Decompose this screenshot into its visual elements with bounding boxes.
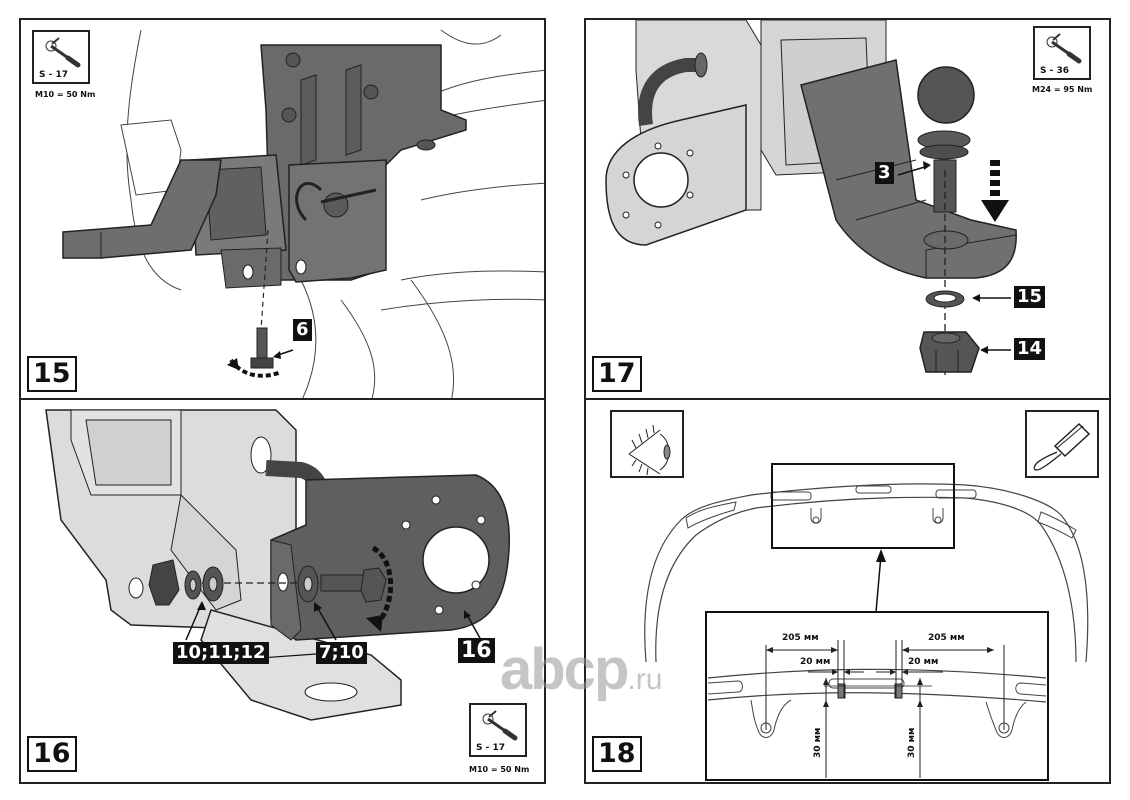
part-callout: 3 (875, 162, 894, 184)
watermark-logo: abcp.ru (500, 640, 662, 710)
tool-box: S - 17 (32, 30, 90, 84)
part-callout: 14 (1014, 338, 1046, 360)
ratchet-wrench-icon (1046, 33, 1082, 64)
tool-box: S - 17 (469, 703, 527, 757)
step-number: 17 (592, 356, 642, 392)
dimension-label: 30 мм (813, 727, 823, 758)
watermark-tld: .ru (627, 663, 663, 696)
torque-spec-label: M10 = 50 Nm (469, 765, 530, 774)
torque-spec-label: M10 = 50 Nm (35, 90, 96, 99)
inspect-icon-box (610, 410, 684, 478)
part-callout: 10;11;12 (173, 642, 269, 664)
part-callout: 6 (293, 319, 312, 341)
part-callout: 15 (1014, 286, 1046, 308)
cut-tool-icon-box (1025, 410, 1099, 478)
step-number: 15 (27, 356, 77, 392)
tow-ball-illustration (605, 20, 1017, 375)
socket-bracket-illustration (45, 409, 510, 721)
ratchet-wrench-icon (482, 710, 518, 741)
bumper-cutout-diagram (644, 463, 1089, 781)
hacksaw-icon (1033, 422, 1091, 471)
watermark-brand: abcp (500, 637, 629, 702)
dimension-label: 30 мм (907, 727, 917, 758)
dimension-label: 205 мм (782, 633, 819, 643)
step-number: 18 (592, 736, 642, 772)
step-panel-18: 205 мм 205 мм 20 мм 20 мм 30 мм 30 мм 18 (584, 398, 1111, 784)
step-panel-17: S - 36 M24 = 95 Nm 3 15 14 17 (584, 18, 1111, 400)
torque-spec-label: M24 = 95 Nm (1032, 85, 1093, 94)
step-panel-16: 10;11;12 7;10 16 S - 17 M10 = 50 Nm 16 (19, 398, 546, 784)
socket-size-label: S - 17 (39, 70, 69, 80)
dimension-label: 205 мм (928, 633, 965, 643)
dimension-label: 20 мм (908, 657, 939, 667)
socket-size-label: S - 17 (476, 743, 506, 753)
step-number: 16 (27, 736, 77, 772)
dimension-label: 20 мм (800, 657, 831, 667)
ratchet-wrench-icon (45, 37, 81, 68)
part-callout: 7;10 (316, 642, 367, 664)
step-panel-15: S - 17 M10 = 50 Nm 6 15 (19, 18, 546, 400)
eye-inspect-icon (628, 424, 671, 476)
socket-size-label: S - 36 (1040, 66, 1070, 76)
hitch-receiver-illustration (62, 29, 544, 398)
tool-box: S - 36 (1033, 26, 1091, 80)
part-callout: 16 (458, 638, 495, 663)
